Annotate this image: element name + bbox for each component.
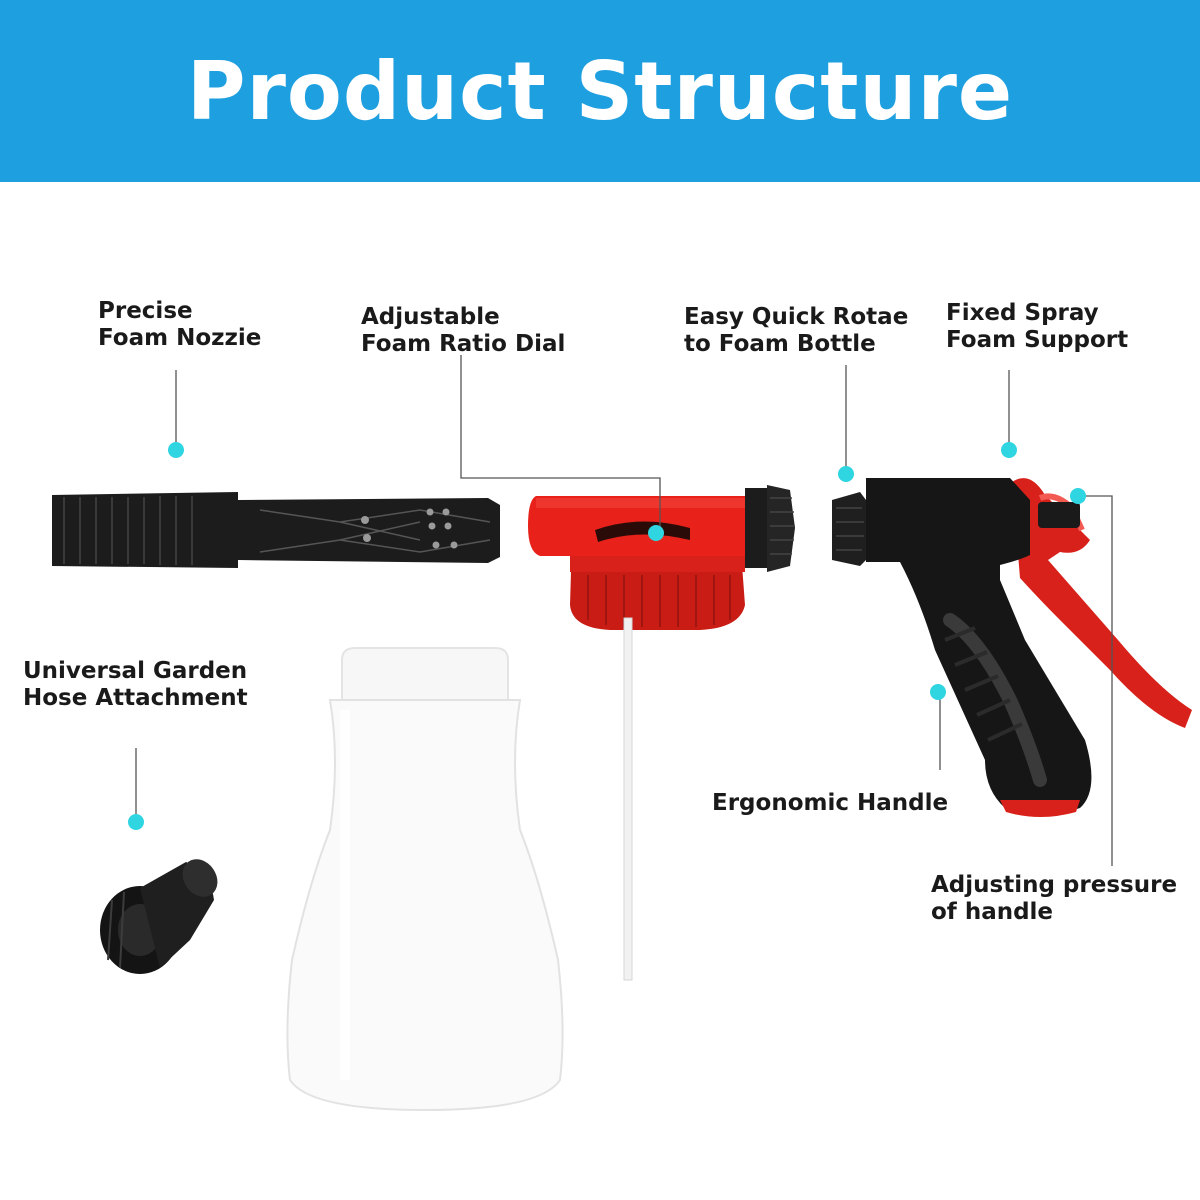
label-quick-rotate: Easy Quick Rotae to Foam Bottle — [684, 304, 909, 357]
label-foam-nozzle: Precise Foam Nozzie — [98, 298, 262, 351]
label-hose-attachment: Universal Garden Hose Attachment — [23, 658, 248, 711]
callouts — [135, 355, 1113, 866]
label-adjusting-pressure: Adjusting pressure of handle — [931, 872, 1178, 925]
marker-dot — [838, 466, 854, 482]
callout-markers — [128, 442, 1086, 830]
foam-ratio-dial — [528, 485, 795, 981]
label-foam-ratio-dial: Adjustable Foam Ratio Dial — [361, 304, 566, 357]
foam-nozzle — [52, 492, 500, 568]
spray-handle — [832, 478, 1192, 817]
header-banner: Product Structure — [0, 0, 1200, 182]
marker-dot — [128, 814, 144, 830]
marker-dot — [1001, 442, 1017, 458]
label-ergonomic-handle: Ergonomic Handle — [712, 790, 949, 816]
foam-bottle — [286, 647, 564, 1112]
marker-dot — [648, 525, 664, 541]
marker-dot — [930, 684, 946, 700]
label-spray-support: Fixed Spray Foam Support — [946, 300, 1129, 353]
hose-adapter — [100, 859, 218, 974]
banner-title: Product Structure — [186, 44, 1014, 138]
marker-dot — [1070, 488, 1086, 504]
marker-dot — [168, 442, 184, 458]
